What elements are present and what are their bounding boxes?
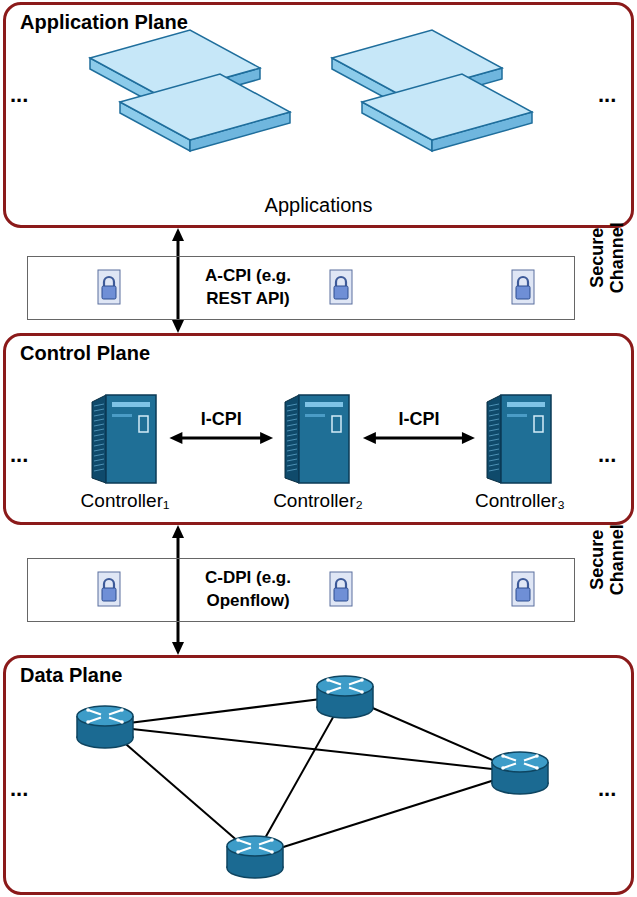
interface-box: C-DPI (e.g. Openflow) xyxy=(27,558,575,622)
slab-top xyxy=(362,74,532,140)
arrowhead xyxy=(172,525,184,538)
router-symbol xyxy=(227,836,283,878)
server-icon xyxy=(283,392,353,484)
controller-label: Controller₁ xyxy=(81,490,170,512)
interface-arrow xyxy=(172,525,184,655)
router-symbol xyxy=(317,676,373,718)
interface-arrow xyxy=(363,432,475,444)
arrowhead xyxy=(462,432,475,444)
arrowhead xyxy=(260,432,273,444)
ellipsis: ... xyxy=(598,776,616,802)
lock-icon xyxy=(330,270,352,304)
interface-arrow xyxy=(172,228,184,333)
network-link xyxy=(105,726,520,772)
arrowhead xyxy=(172,320,184,333)
router-symbol xyxy=(492,752,548,794)
arrowhead xyxy=(172,228,184,241)
plane-title: Application Plane xyxy=(20,11,188,34)
ellipsis: ... xyxy=(10,82,28,108)
plane-panel: Data Plane xyxy=(3,655,634,895)
secure-channel-label: Secure Channel xyxy=(588,510,628,610)
network-link xyxy=(255,772,520,856)
router-symbol xyxy=(77,706,133,748)
controller-node: Controller₁ xyxy=(81,392,170,512)
arrowhead xyxy=(363,432,376,444)
controller-node: Controller₃ xyxy=(475,392,565,512)
ellipsis: ... xyxy=(598,82,616,108)
plane-panel: Control PlaneController₁ Controller₂ Contr… xyxy=(3,333,634,525)
ellipsis: ... xyxy=(598,442,616,468)
plane-title: Control Plane xyxy=(20,342,150,365)
interface-label: I-CPI xyxy=(398,409,439,430)
interface-box: A-CPI (e.g. REST API) xyxy=(27,256,575,320)
interface-label: I-CPI xyxy=(201,409,242,430)
lock-icon xyxy=(330,572,352,606)
interface-label: C-DPI (e.g. Openflow) xyxy=(186,567,310,611)
plane-caption: Applications xyxy=(6,194,631,217)
network-link xyxy=(105,696,345,726)
ellipsis: ... xyxy=(10,442,28,468)
slab-top xyxy=(120,74,290,140)
application-slab xyxy=(120,74,290,151)
interface-label: A-CPI (e.g. REST API) xyxy=(186,265,310,309)
lock-icon xyxy=(98,572,120,606)
arrowhead xyxy=(169,432,182,444)
lock-icon xyxy=(512,572,534,606)
plane-panel: Application PlaneApplications xyxy=(3,2,634,228)
secure-channel-label: Secure Channel xyxy=(588,208,628,308)
controller-node: Controller₂ xyxy=(273,392,363,512)
lock-icon xyxy=(98,270,120,304)
lock-icon xyxy=(512,270,534,304)
controller-label: Controller₃ xyxy=(475,490,565,512)
ellipsis: ... xyxy=(10,776,28,802)
application-slab xyxy=(362,74,532,151)
interface-arrow xyxy=(169,432,273,444)
server-icon xyxy=(485,392,555,484)
controller-label: Controller₂ xyxy=(273,490,363,512)
plane-title: Data Plane xyxy=(20,664,122,687)
server-icon xyxy=(90,392,160,484)
arrowhead xyxy=(172,642,184,655)
network-link xyxy=(105,726,255,856)
